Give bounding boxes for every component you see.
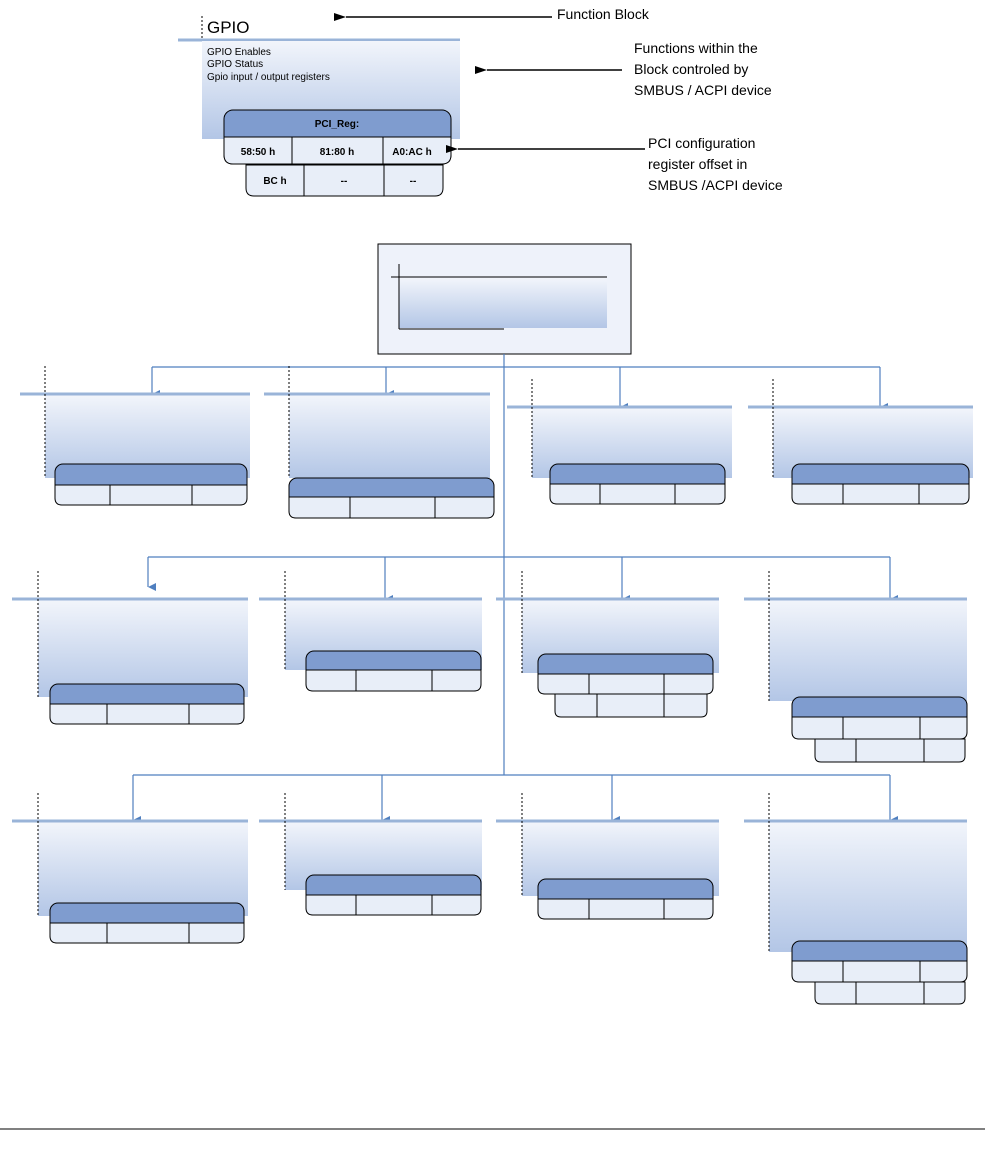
reg-header: PCI_Reg: bbox=[315, 119, 359, 130]
reg-cell: A0:AC h bbox=[392, 147, 431, 158]
function-item: Gpio input / output registers bbox=[207, 72, 330, 83]
reg-row bbox=[54, 484, 248, 506]
reg-row bbox=[814, 981, 966, 1005]
reg-cell: -- bbox=[410, 176, 417, 187]
reg-row bbox=[814, 738, 966, 763]
reg-cell: -- bbox=[341, 176, 348, 187]
function-block-body bbox=[38, 822, 248, 916]
reg-row bbox=[537, 673, 714, 695]
reg-row bbox=[791, 716, 968, 740]
function-block-body bbox=[38, 600, 248, 697]
reg-cell: 58:50 h bbox=[241, 147, 275, 158]
reg-row-1 bbox=[223, 136, 452, 165]
reg-row bbox=[537, 898, 714, 920]
reg-cell: 81:80 h bbox=[320, 147, 354, 158]
callout-pci-line: SMBUS /ACPI device bbox=[648, 177, 783, 193]
reg-row bbox=[549, 483, 726, 505]
function-item: GPIO Enables bbox=[207, 47, 271, 58]
callout-pci-line: register offset in bbox=[648, 156, 747, 172]
legend-block: GPIO GPIO Enables GPIO Status Gpio input… bbox=[178, 16, 460, 197]
reg-row bbox=[305, 669, 482, 692]
callouts: Function Block Functions within the Bloc… bbox=[334, 6, 783, 193]
function-item: GPIO Status bbox=[207, 59, 263, 70]
reg-row-2 bbox=[245, 164, 444, 197]
reg-row bbox=[791, 960, 968, 983]
child-blocks bbox=[12, 366, 973, 1005]
function-block-body bbox=[769, 822, 967, 952]
function-block-body bbox=[769, 600, 967, 701]
callout-functions-line: SMBUS / ACPI device bbox=[634, 82, 772, 98]
connectors bbox=[132, 354, 898, 824]
block-title: GPIO bbox=[207, 18, 250, 37]
function-block-body bbox=[289, 395, 490, 478]
reg-cell: BC h bbox=[263, 176, 286, 187]
reg-row bbox=[49, 922, 245, 944]
root-node bbox=[377, 243, 632, 355]
reg-row bbox=[49, 703, 245, 725]
root-block-body bbox=[399, 278, 607, 328]
callout-pci-line: PCI configuration bbox=[648, 135, 755, 151]
callout-functions-line: Functions within the bbox=[634, 40, 758, 56]
reg-row bbox=[305, 894, 482, 916]
reg-row bbox=[791, 483, 970, 505]
callout-function-block: Function Block bbox=[557, 6, 650, 22]
callout-functions-line: Block controled by bbox=[634, 61, 748, 77]
reg-row bbox=[554, 693, 708, 718]
reg-row bbox=[288, 496, 495, 519]
